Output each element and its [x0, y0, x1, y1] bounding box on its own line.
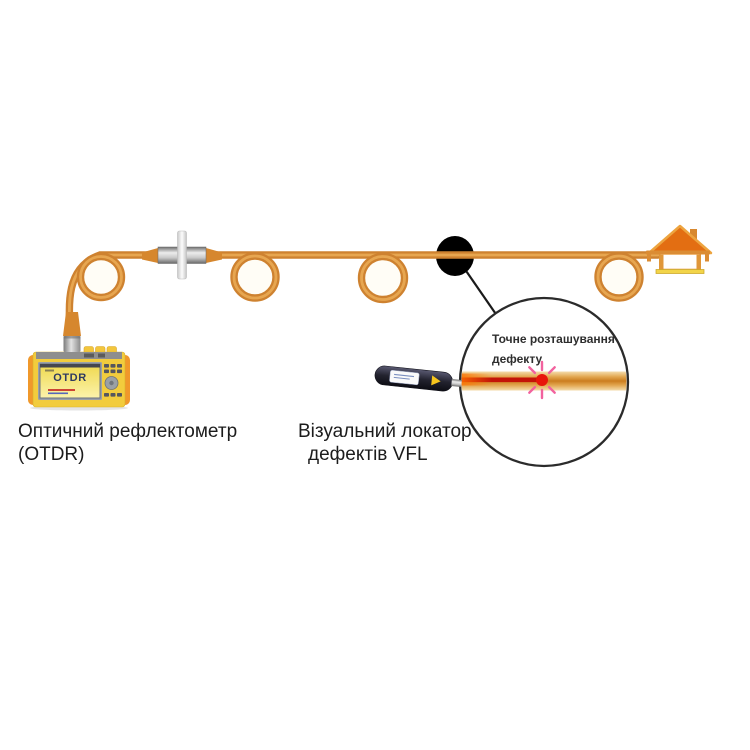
- otdr-keypad: [104, 364, 122, 397]
- magnifier-view: [458, 296, 630, 468]
- vfl-ferrule-tip: [451, 379, 462, 388]
- house-icon: [646, 224, 713, 274]
- fiber-slack-loop-2: [230, 252, 280, 302]
- magnifier-caption: Точне розташування дефекту: [492, 330, 615, 369]
- otdr-port-connector: [63, 336, 81, 352]
- otdr-screen-menubar: [40, 364, 100, 368]
- laser-entry-glow: [461, 373, 492, 386]
- otdr-port-connector-ring: [63, 336, 81, 339]
- otdr-screen-logo: [45, 369, 54, 372]
- vfl-label-sticker: [389, 369, 420, 386]
- otdr-screen-title: OTDR: [53, 372, 87, 384]
- house-eave: [646, 250, 710, 255]
- otdr-caption: Оптичний рефлектометр (OTDR): [18, 420, 237, 466]
- otdr-top-strip: [36, 352, 122, 359]
- otdr-screen-trace-line: [48, 389, 75, 391]
- magnifier-caption-line1: Точне розташування: [492, 332, 615, 346]
- house-post-outer-right: [705, 254, 709, 262]
- magnifier-pointer-line: [465, 270, 497, 315]
- vfl-device: [374, 365, 462, 392]
- connector-taper-left: [142, 248, 158, 263]
- fiber-slack-loop-1: [76, 252, 126, 302]
- otdr-device: [28, 312, 130, 411]
- vfl-warning-triangle-icon: [431, 375, 441, 386]
- vfl-caption-line1: Візуальний локатор: [298, 421, 472, 442]
- fiber-connector: [142, 230, 222, 280]
- house-roof: [647, 224, 713, 255]
- otdr-port: [84, 353, 94, 358]
- fiber-slack-loop-4: [594, 252, 644, 302]
- laser-beam: [461, 377, 542, 383]
- fiber-slack-loop-3: [357, 252, 409, 304]
- house-base: [655, 269, 705, 274]
- otdr-caption-line1: Оптичний рефлектометр: [18, 421, 238, 442]
- otdr-port: [98, 353, 105, 358]
- vfl-caption: Візуальний локатор дефектів VFL: [298, 420, 472, 466]
- house-post-right: [696, 254, 701, 270]
- connector-taper-right: [206, 248, 222, 263]
- connector-flange: [177, 230, 187, 280]
- connector-sleeve-left: [157, 246, 179, 264]
- defect-glow-rays: [528, 360, 556, 400]
- otdr-screen-info-line: [48, 392, 68, 395]
- house-post-left: [659, 254, 664, 270]
- connector-sleeve-right: [185, 246, 207, 264]
- otdr-cable-boot: [63, 312, 81, 336]
- vfl-caption-line2: дефектів VFL: [308, 444, 428, 465]
- fiber-cable: [65, 251, 662, 345]
- house-post-outer-left: [647, 254, 651, 262]
- vfl-sticker-text-line: [393, 376, 410, 380]
- defect-point: [536, 374, 548, 386]
- magnifier-caption-line2: дефекту: [492, 351, 543, 366]
- house-wall: [660, 254, 700, 270]
- vfl-sticker-text-line: [394, 373, 415, 378]
- otdr-caption-line2: (OTDR): [18, 444, 85, 465]
